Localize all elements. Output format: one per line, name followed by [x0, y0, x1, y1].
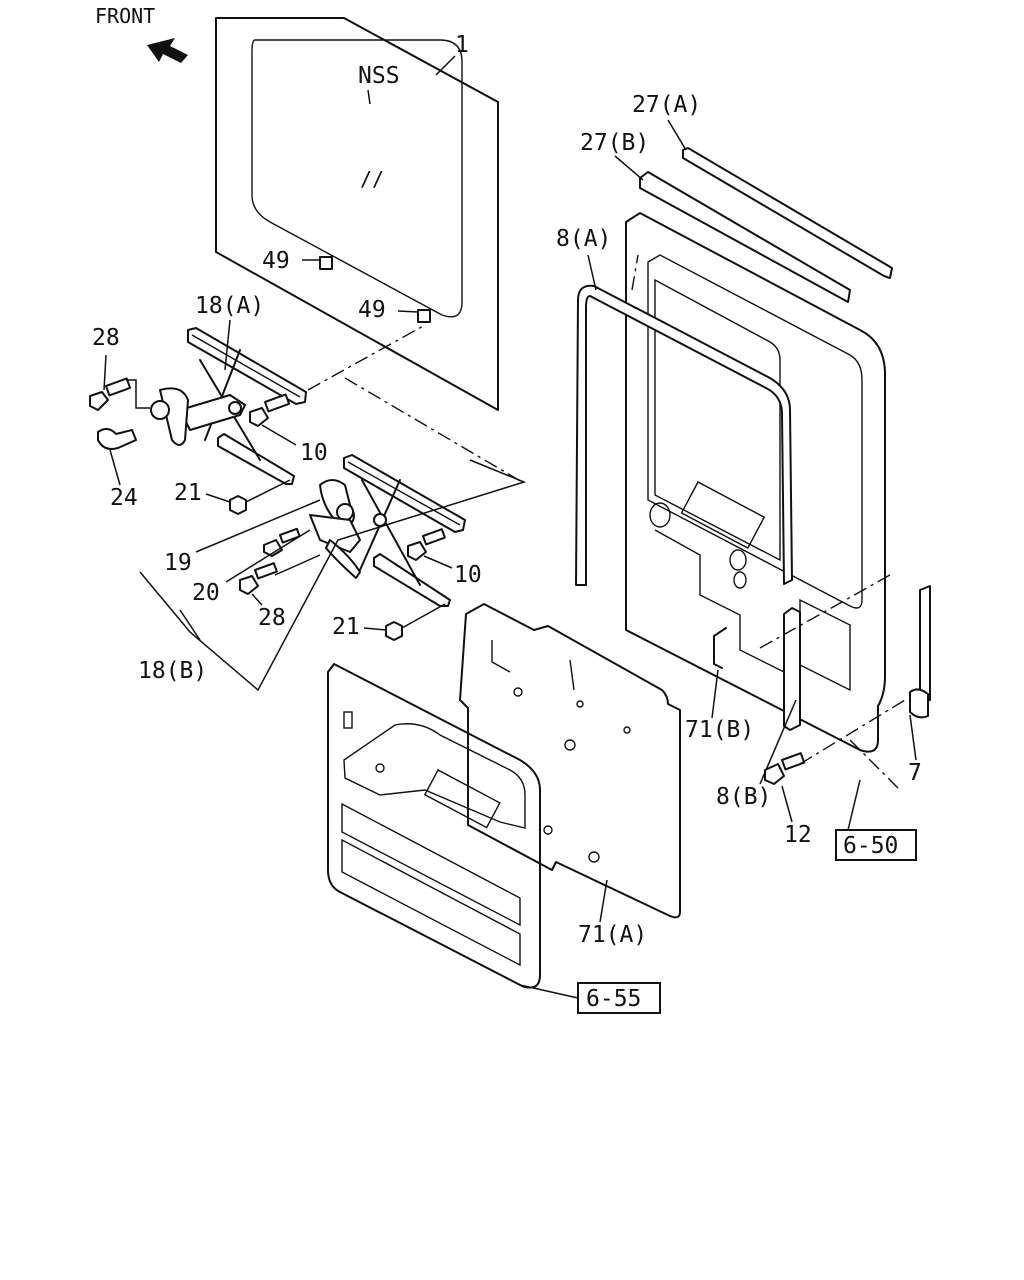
callout-10-upper: 10 [300, 440, 328, 466]
door-trim-panel [327, 663, 541, 989]
callout-7: 7 [908, 760, 922, 786]
window-regulator-18b [309, 454, 466, 607]
seal-clip-71b [713, 627, 727, 669]
callout-19: 19 [164, 550, 192, 576]
door-glass: // [215, 17, 499, 411]
callout-8b: 8(B) [716, 784, 771, 810]
ref-box-6-55: 6-55 [577, 982, 661, 1014]
callout-21-lower: 21 [332, 614, 360, 640]
weatherstrip-27b [639, 171, 851, 303]
bolt-10-upper [249, 393, 291, 427]
callout-28-upper: 28 [92, 325, 120, 351]
screw-20 [263, 527, 301, 557]
callout-27a: 27(A) [632, 92, 701, 118]
window-regulator-18a [150, 327, 307, 485]
bolt-28-lower [239, 562, 278, 595]
nut-21-upper [229, 495, 247, 515]
front-label: FRONT [95, 4, 155, 28]
glass-clip-49-lower [417, 309, 431, 323]
glass-marking-nss: NSS [358, 63, 400, 89]
glass-run-channel-8a [575, 284, 793, 586]
callout-12: 12 [784, 822, 812, 848]
ref-box-6-50: 6-50 [835, 829, 917, 861]
callout-8a: 8(A) [556, 226, 611, 252]
door-lock-rod-7 [909, 585, 931, 719]
glass-run-channel-8b [783, 607, 801, 731]
callout-28-lower: 28 [258, 605, 286, 631]
crank-cap-24 [97, 428, 137, 450]
reference-6-55: 6-55 [586, 986, 641, 1012]
callout-1: 1 [455, 32, 469, 58]
callout-49-lower: 49 [358, 297, 386, 323]
weatherstrip-27a [682, 147, 893, 279]
bolt-12 [764, 752, 806, 785]
callout-18a: 18(A) [195, 293, 264, 319]
reference-6-50: 6-50 [843, 833, 898, 859]
callout-49-upper: 49 [262, 248, 290, 274]
callout-18b: 18(B) [138, 658, 207, 684]
door-shell [625, 212, 886, 753]
callout-24: 24 [110, 485, 138, 511]
vapour-barrier-71a [459, 603, 681, 919]
callout-10-lower: 10 [454, 562, 482, 588]
callout-21-upper: 21 [174, 480, 202, 506]
callout-20: 20 [192, 580, 220, 606]
nut-21-lower [385, 621, 403, 641]
front-arrow-icon [147, 38, 188, 63]
glass-code-text: // [360, 167, 384, 191]
callout-27b: 27(B) [580, 130, 649, 156]
callout-71a: 71(A) [578, 922, 647, 948]
bolt-28-upper [89, 377, 132, 411]
glass-clip-49-upper [319, 256, 333, 270]
bolt-10-lower [407, 528, 446, 561]
callout-71b: 71(B) [685, 717, 754, 743]
